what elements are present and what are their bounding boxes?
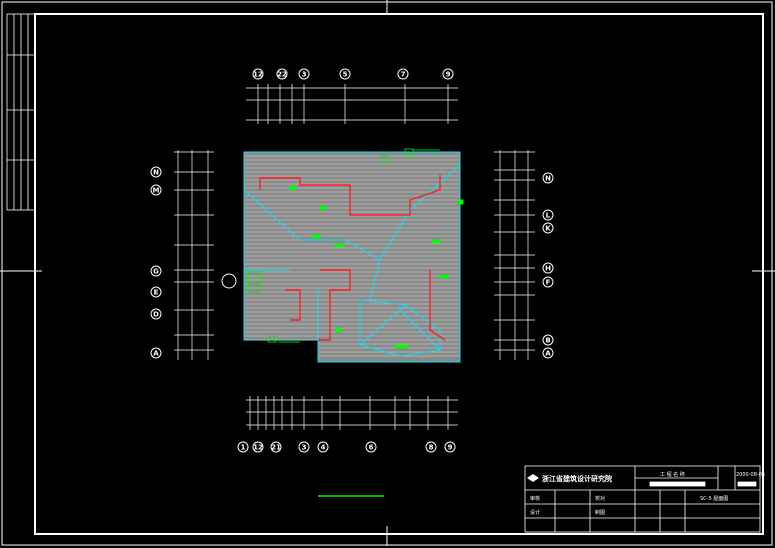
axis-left-1: M (150, 184, 162, 196)
axis-right-6: A (542, 347, 554, 359)
svg-text:9: 9 (448, 444, 453, 452)
institute-logo (527, 474, 539, 482)
designer-label: 设计 (530, 509, 540, 516)
axis-right-5: B (542, 334, 554, 346)
project-label: 工 程 名 称 (660, 471, 685, 478)
svg-text:22: 22 (277, 71, 287, 79)
axis-top-4: 7 (397, 68, 409, 80)
drawing-date: 2000-08-05 (736, 472, 765, 478)
roof-hatching (245, 155, 459, 357)
axis-right-0: N (542, 172, 554, 184)
svg-text:9: 9 (446, 71, 451, 79)
gutter-lines (259, 175, 446, 341)
axis-left-5: A (150, 347, 162, 359)
axis-top-2: 3 (298, 68, 310, 80)
reviewer-label: 审核 (530, 495, 540, 502)
svg-text:12: 12 (253, 444, 263, 452)
svg-text:E: E (154, 289, 159, 297)
svg-text:M: M (153, 187, 160, 195)
axis-bottom-0: 1 (237, 441, 249, 453)
title-block (524, 465, 761, 533)
svg-text:F: F (546, 279, 551, 287)
hip-lines (243, 164, 461, 362)
svg-text:3: 3 (302, 71, 307, 79)
drawing-number: SC-5 屋面图 (700, 496, 728, 502)
axis-top-1: 22 (276, 68, 288, 80)
svg-text:L: L (546, 212, 551, 220)
svg-text:8: 8 (429, 444, 434, 452)
svg-text:1: 1 (241, 444, 246, 452)
inner-frame (34, 13, 764, 535)
svg-text:A: A (545, 350, 551, 358)
axis-bottom-5: 6 (365, 441, 377, 453)
drafter-label: 制图 (595, 509, 605, 516)
svg-text:D: D (153, 311, 159, 319)
institute-name: 浙江省建筑设计研究院 (542, 474, 612, 483)
axis-bottom-4: 4 (317, 441, 329, 453)
stair-block (246, 271, 262, 293)
axis-bottom-1: 12 (252, 441, 264, 453)
axis-right-2: K (542, 222, 554, 234)
svg-text:N: N (153, 169, 159, 177)
axis-left-2: G (150, 265, 162, 277)
svg-text:7: 7 (401, 71, 406, 79)
axis-bottom-2: 21 (270, 441, 282, 453)
binding-strip (6, 13, 36, 211)
svg-text:H: H (545, 265, 551, 273)
svg-text:B: B (545, 337, 550, 345)
axis-right-1: L (542, 209, 554, 221)
axis-top-3: 5 (339, 68, 351, 80)
axis-bottom-3: 3 (298, 441, 310, 453)
svg-text:A: A (153, 350, 159, 358)
axis-top-5: 9 (442, 68, 454, 80)
axis-right-3: H (542, 262, 554, 274)
drain-notes (267, 148, 464, 349)
roof-slab (243, 151, 461, 363)
dimension-lines (174, 84, 535, 430)
svg-text:6: 6 (369, 444, 374, 452)
svg-text:3: 3 (302, 444, 307, 452)
axis-bottom-6: 8 (425, 441, 437, 453)
axis-left-3: E (150, 286, 162, 298)
axis-bottom-7: 9 (444, 441, 456, 453)
roof-plan (221, 148, 464, 363)
svg-text:N: N (545, 175, 551, 183)
axis-left-0: N (150, 166, 162, 178)
svg-text:K: K (545, 225, 551, 233)
checker-label: 校对 (595, 495, 605, 502)
axis-right-4: F (542, 276, 554, 288)
section-symbol (221, 273, 237, 289)
svg-text:21: 21 (271, 444, 281, 452)
svg-text:4: 4 (321, 444, 326, 452)
svg-text:12: 12 (253, 71, 263, 79)
svg-text:5: 5 (343, 71, 348, 79)
axis-left-4: D (150, 308, 162, 320)
svg-text:G: G (153, 268, 159, 276)
axis-top-0: 12 (252, 68, 264, 80)
